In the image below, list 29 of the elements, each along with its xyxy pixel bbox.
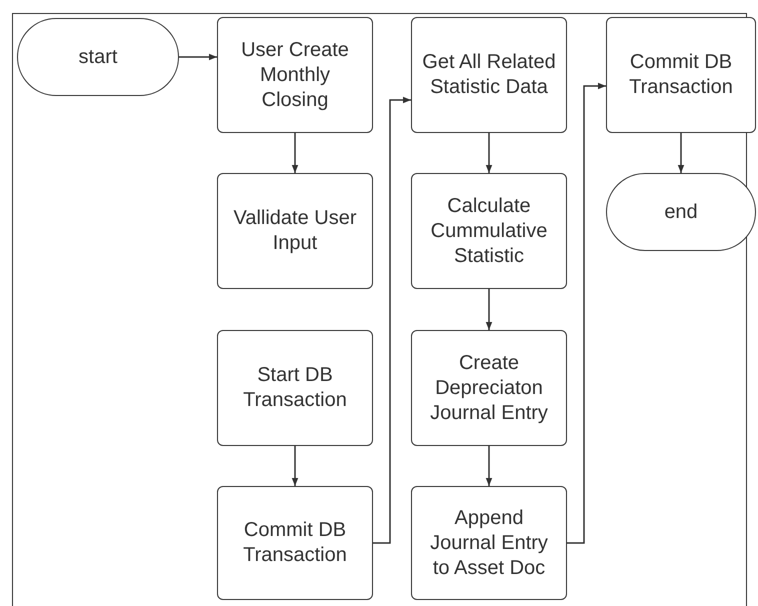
node-label: start [78,44,118,70]
node-label: Append Journal Entry to Asset Doc [429,506,549,580]
node-label: Calculate Cummulative Statistic [430,194,548,268]
arrow [292,133,298,173]
arrow [486,289,492,330]
process-box [217,330,373,446]
arrow [292,446,298,486]
process-box [411,17,567,133]
process-box [217,173,373,289]
node-label: Start DB Transaction [242,363,348,413]
process-box [411,330,567,446]
process-box [217,486,373,600]
node-label: end [664,200,698,224]
arrow [486,133,492,173]
process-box [411,173,567,289]
node-label: Vallidate User Input [232,206,358,256]
arrow [567,82,606,544]
arrow [486,446,492,486]
process-box [217,17,373,133]
node-label: Commit DB Transaction [628,50,734,100]
node-label: User Create Monthly Closing [240,38,350,112]
arrow [179,54,217,60]
arrow [678,133,684,173]
process-box [411,486,567,600]
node-label: Create Depreciaton Journal Entry [429,350,549,426]
arrow [373,96,411,544]
node-label: Get All Related Statistic Data [422,50,556,100]
process-box [606,17,756,133]
node-label: Commit DB Transaction [242,518,348,568]
